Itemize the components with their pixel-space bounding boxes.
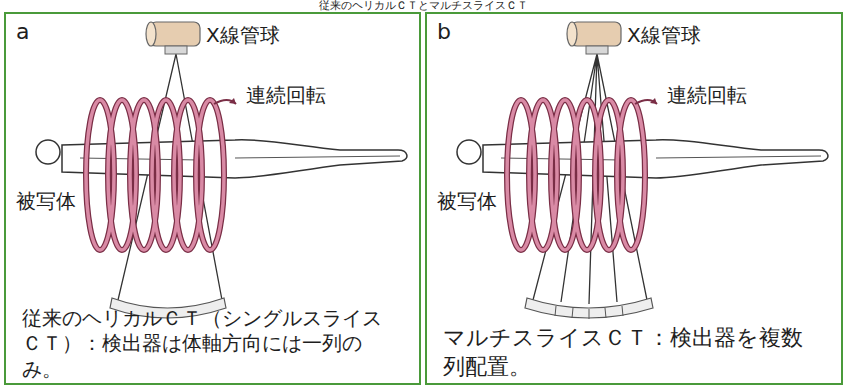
figure-title: 従来のヘリカルＣＴとマルチスライスＣＴ xyxy=(0,0,847,12)
single-slice-illustration xyxy=(36,22,407,318)
multi-slice-illustration xyxy=(457,22,828,319)
subject-label: 被写体 xyxy=(16,190,76,212)
rotation-label: 連続回転 xyxy=(246,84,326,106)
tube-label: X線管球 xyxy=(627,24,701,46)
panel-letter: b xyxy=(437,18,451,47)
subject-label: 被写体 xyxy=(437,190,497,212)
panel-caption: マルチスライスＣＴ：検出器を複数列配置。 xyxy=(443,324,817,381)
tube-label: X線管球 xyxy=(206,24,280,46)
panel-caption: 従来のヘリカルＣＴ（シングルスライスＣＴ）：検出器は体軸方向には一列のみ。 xyxy=(22,306,396,382)
panel-letter: a xyxy=(16,18,29,47)
rotation-label: 連続回転 xyxy=(667,84,747,106)
